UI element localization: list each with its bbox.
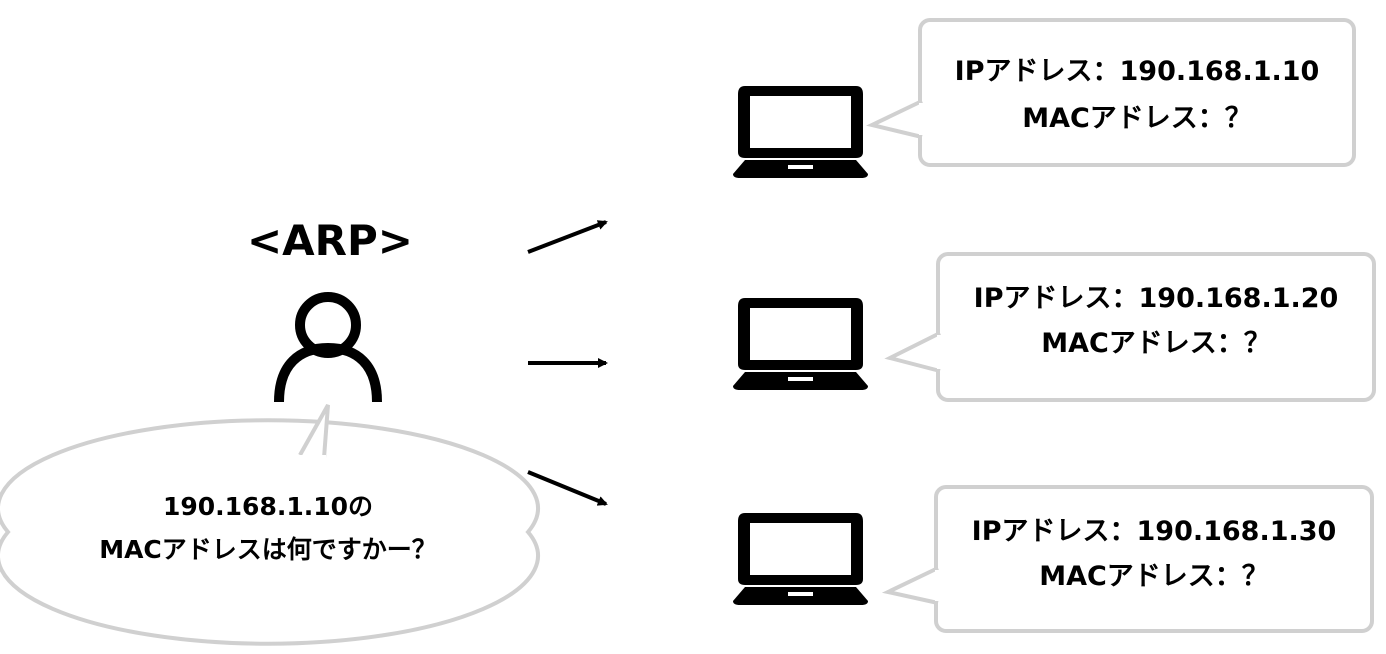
question-bubble: 190.168.1.10の MACアドレスは何ですかー？ [0,404,540,646]
mac-address-label: MACアドレス：？ [1022,103,1252,134]
laptop-icon [733,513,868,605]
host-bubble: IPアドレス：190.168.1.20 MACアドレス：？ [884,252,1376,402]
laptop-icon [733,298,868,390]
question-line-1: 190.168.1.10の [163,492,373,521]
mac-address-label: MACアドレス：？ [1039,561,1269,592]
arrow-to-host-3 [527,470,608,506]
ip-address-label: IPアドレス：190.168.1.10 [955,56,1320,87]
arrow-to-host-1 [527,220,608,254]
host-3: IPアドレス：190.168.1.30 MACアドレス：？ [733,485,1374,633]
host-bubble: IPアドレス：190.168.1.10 MACアドレス：？ [866,18,1356,167]
laptop-icon [733,86,868,178]
host-1: IPアドレス：190.168.1.10 MACアドレス：？ [733,18,1356,178]
host-bubble: IPアドレス：190.168.1.30 MACアドレス：？ [881,485,1374,633]
mac-address-label: MACアドレス：？ [1041,328,1271,359]
person-icon [274,292,382,403]
question-line-2: MACアドレスは何ですかー？ [99,535,437,564]
ip-address-label: IPアドレス：190.168.1.20 [974,283,1339,314]
host-2: IPアドレス：190.168.1.20 MACアドレス：？ [733,252,1376,402]
broadcast-arrows [527,220,608,506]
ip-address-label: IPアドレス：190.168.1.30 [972,516,1337,547]
diagram-title: <ARP> [247,216,413,265]
